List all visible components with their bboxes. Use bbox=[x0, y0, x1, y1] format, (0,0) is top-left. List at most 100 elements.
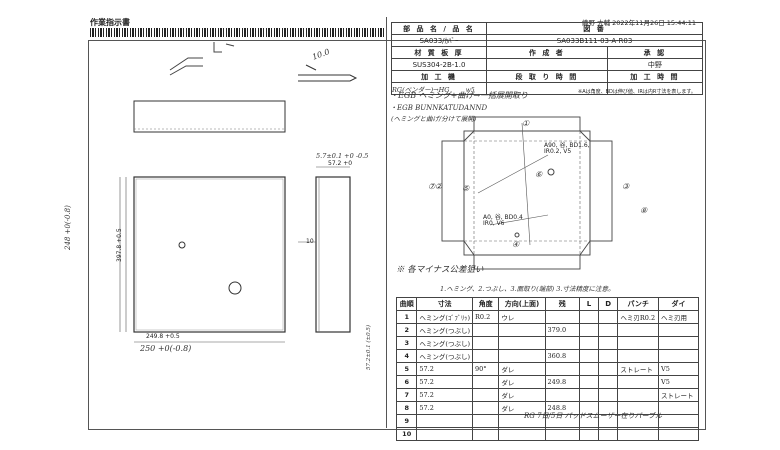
bend-cell-d bbox=[597, 323, 619, 337]
bend-cell-size bbox=[416, 427, 473, 441]
bend-cell-dir: ダレ bbox=[498, 362, 546, 376]
label-material: 材 質 板 厚 bbox=[391, 46, 487, 59]
col-remain: 残 bbox=[544, 297, 580, 311]
bend-cell-rest bbox=[544, 362, 580, 376]
flat-pattern bbox=[441, 116, 613, 270]
bend-cell-die bbox=[658, 349, 699, 363]
bend-cell-die bbox=[658, 414, 699, 428]
col-order: 曲順 bbox=[395, 297, 418, 311]
bend-cell-d bbox=[597, 349, 619, 363]
bend-cell-dir bbox=[498, 349, 546, 363]
bend-cell-size: ヘミング(ｺﾞﾌﾞﾘｯ) bbox=[416, 310, 473, 324]
dim-side-mid: 10 bbox=[306, 238, 314, 245]
bend-cell-dir: ウレ bbox=[498, 310, 546, 324]
hand-note-5: 1.ヘミング、2.つぶし、3.面取り(端部) 3.寸法精度に注意。 bbox=[440, 285, 615, 293]
bend-cell-angle bbox=[471, 401, 500, 415]
circle-label-2: ② bbox=[435, 182, 443, 191]
label-process-machine: 加 工 機 bbox=[391, 70, 487, 83]
bend-cell-angle bbox=[471, 349, 500, 363]
col-d: D bbox=[597, 297, 619, 311]
bend-cell-no: 5 bbox=[395, 362, 418, 376]
circle-label-8: ⑧ bbox=[640, 206, 648, 215]
circle-label-4: ④ bbox=[512, 240, 520, 249]
label-process-time: 加 工 時 間 bbox=[606, 70, 704, 83]
hand-note-6: RG 7日/5日 パッドスムーザー在りパーブル bbox=[524, 412, 663, 420]
bend-cell-size: 57.2 bbox=[416, 362, 473, 376]
bend-cell-angle bbox=[471, 414, 500, 428]
value-material: SUS304-2B-1.0 bbox=[391, 58, 487, 71]
bend-cell-angle bbox=[471, 336, 500, 350]
dim-side-depth: 57.2 +0 bbox=[328, 160, 353, 167]
bend-cell-no: 1 bbox=[395, 310, 418, 324]
callout-bottom-line1: A0, 谷, BD0.4 bbox=[483, 214, 523, 221]
dim-width-outer: 250 +0(-0.8) bbox=[140, 344, 192, 353]
hand-note-3: (ヘミングと曲げ/分けて展開) bbox=[391, 115, 477, 123]
title-block: 部 品 名 / 品 名 図 番 SA033/ｶﾊﾞｰ SA033B111-03-… bbox=[391, 22, 704, 95]
label-setup-time: 段 取 り 時 間 bbox=[486, 70, 608, 83]
bend-cell-dir bbox=[498, 336, 546, 350]
bend-cell-l bbox=[578, 349, 599, 363]
bend-cell-l bbox=[578, 362, 599, 376]
bend-cell-dir: ダレ bbox=[498, 375, 546, 389]
bend-cell-punch bbox=[617, 323, 659, 337]
bend-cell-size: 57.2 bbox=[416, 388, 473, 402]
col-size: 寸法 bbox=[416, 297, 473, 311]
bend-cell-punch: ストレート bbox=[617, 362, 659, 376]
bend-table-header: 曲順 寸法 角度 方向(上面) 残 L D パンチ ダイ bbox=[395, 297, 699, 311]
hand-note-4: ※ 各マイナス公差狙い bbox=[396, 265, 484, 275]
hem-sketch bbox=[169, 42, 235, 76]
bend-cell-die bbox=[658, 323, 699, 337]
col-l: L bbox=[578, 297, 599, 311]
bend-cell-d bbox=[597, 336, 619, 350]
front-view bbox=[133, 176, 286, 333]
dim-side-tolerance: 5.7±0.1 +0 -0.5 bbox=[316, 152, 369, 160]
bend-cell-size: 57.2 bbox=[416, 401, 473, 415]
bend-cell-no: 9 bbox=[395, 414, 418, 428]
bend-cell-die bbox=[658, 401, 699, 415]
callout-top-line1: A90, 谷, BD1.6, bbox=[544, 142, 590, 149]
bend-cell-l bbox=[578, 310, 599, 324]
label-creator: 作 成 者 bbox=[486, 46, 608, 59]
bend-cell-angle bbox=[471, 375, 500, 389]
value-approver: 中野 bbox=[606, 58, 704, 71]
bend-cell-angle: R0.2 bbox=[471, 310, 500, 324]
bend-cell-no: 2 bbox=[395, 323, 418, 337]
bend-cell-punch: ヘミ刃R0.2 bbox=[617, 310, 659, 324]
col-die: ダイ bbox=[658, 297, 699, 311]
table-row: 9 bbox=[395, 414, 699, 428]
dim-height-inner: 397.8 +0.5 bbox=[116, 228, 123, 262]
center-divider bbox=[386, 17, 387, 428]
bend-cell-punch bbox=[617, 336, 659, 350]
col-punch: パンチ bbox=[617, 297, 659, 311]
bend-cell-l bbox=[578, 375, 599, 389]
label-approver: 承 認 bbox=[606, 46, 704, 59]
bend-cell-angle bbox=[471, 323, 500, 337]
value-process-time bbox=[606, 82, 704, 95]
bend-cell-size bbox=[416, 414, 473, 428]
bend-cell-die: ヘミ刃用 bbox=[658, 310, 699, 324]
bend-cell-d bbox=[597, 427, 619, 441]
side-view bbox=[315, 176, 351, 333]
bend-cell-size: ヘミング(つぶし) bbox=[416, 349, 473, 363]
bend-cell-rest bbox=[544, 388, 580, 402]
bend-cell-d bbox=[597, 375, 619, 389]
bend-cell-rest bbox=[544, 310, 580, 324]
dim-height-outer: 248 +0(-0.8) bbox=[64, 205, 72, 250]
bend-cell-l bbox=[578, 427, 599, 441]
circle-label-1: ① bbox=[522, 119, 530, 128]
bend-cell-angle bbox=[471, 388, 500, 402]
bend-cell-size: ヘミング(つぶし) bbox=[416, 336, 473, 350]
bend-cell-rest: 379.0 bbox=[544, 323, 580, 337]
circle-label-3: ③ bbox=[622, 182, 630, 191]
bend-cell-die: ストレート bbox=[658, 388, 699, 402]
bend-cell-rest: 249.8 bbox=[544, 375, 580, 389]
label-drawing-no: 図 番 bbox=[486, 22, 703, 35]
circle-label-5: ⑤ bbox=[462, 184, 470, 193]
value-drawing-no: SA033B111-03-A-R03 bbox=[486, 34, 703, 47]
